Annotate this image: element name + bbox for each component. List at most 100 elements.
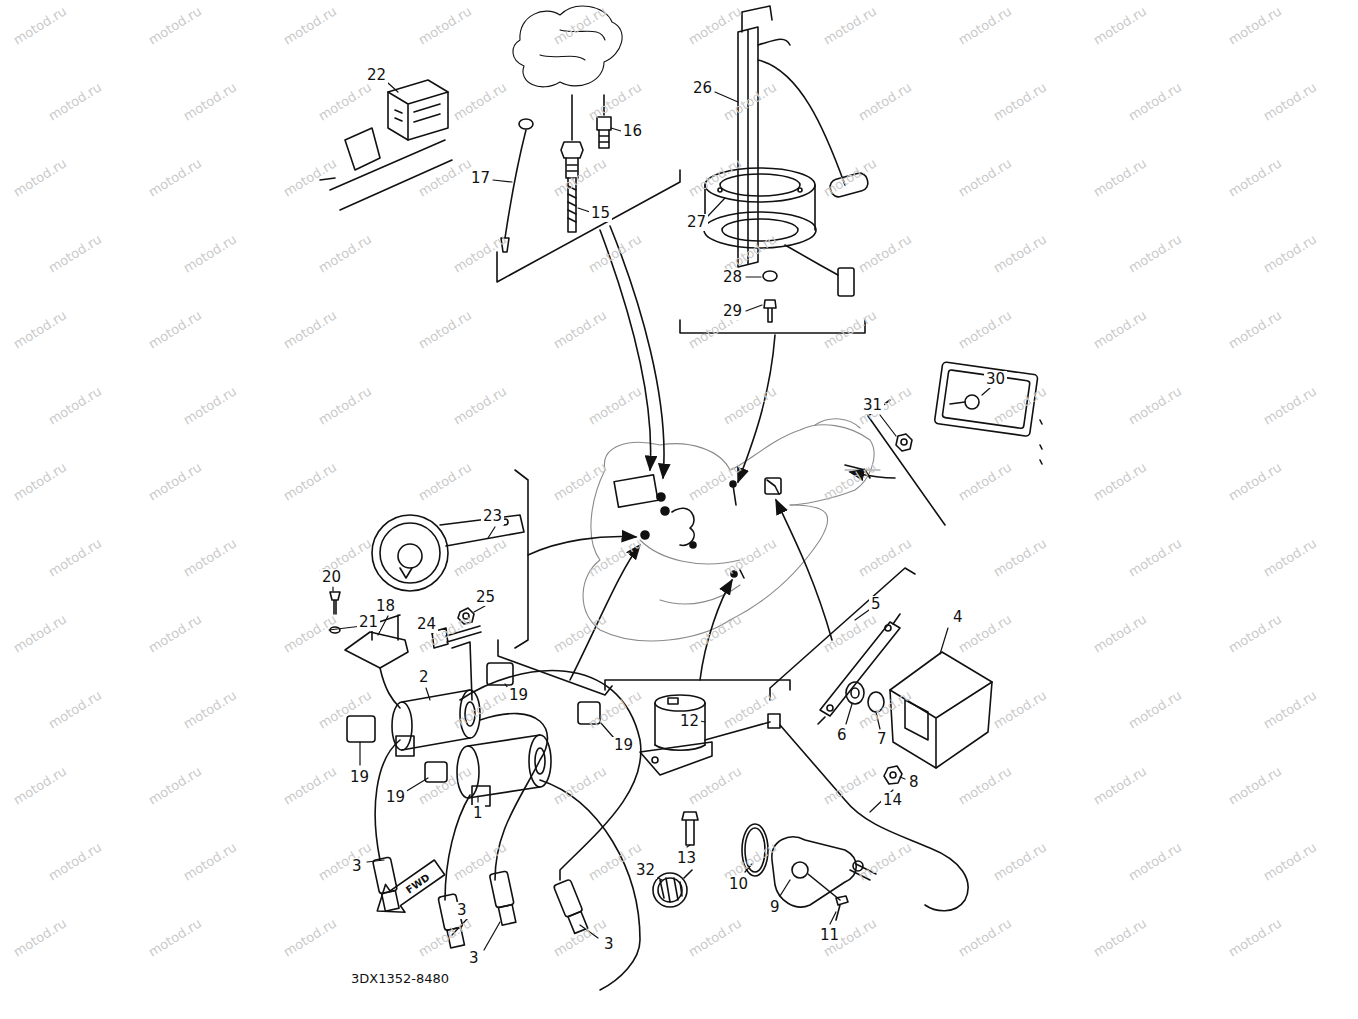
watermark-text: motod.ru (956, 4, 1013, 47)
watermark-text: motod.ru (1226, 156, 1283, 199)
watermark-text: motod.ru (146, 460, 203, 503)
watermark-text: motod.ru (451, 232, 508, 275)
watermark-text: motod.ru (821, 460, 878, 503)
watermark-text: motod.ru (856, 80, 913, 123)
watermark-text: motod.ru (316, 384, 373, 427)
watermark-text: motod.ru (1126, 688, 1183, 731)
watermark-text: motod.ru (46, 840, 103, 883)
watermark-text: motod.ru (821, 308, 878, 351)
watermark-text: motod.ru (181, 688, 238, 731)
ignition-coils (345, 545, 641, 990)
callout-number: 4 (951, 609, 965, 626)
watermark-text: motod.ru (586, 536, 643, 579)
callout-number: 21 (357, 614, 380, 631)
watermark-text: motod.ru (991, 80, 1048, 123)
watermark-text: motod.ru (551, 308, 608, 351)
callout-number: 3 (467, 950, 481, 967)
watermark-text: motod.ru (956, 308, 1013, 351)
callout-number: 19 (507, 687, 530, 704)
watermark-text: motod.ru (281, 156, 338, 199)
watermark-text: motod.ru (1226, 916, 1283, 959)
watermark-text: motod.ru (1261, 688, 1318, 731)
watermark-text: motod.ru (1261, 384, 1318, 427)
watermark-text: motod.ru (686, 612, 743, 655)
callout-number: 27 (685, 214, 708, 231)
watermark-text: motod.ru (991, 688, 1048, 731)
watermark-text: motod.ru (1091, 308, 1148, 351)
callout-number: 32 (634, 862, 657, 879)
callout-number: 14 (881, 792, 904, 809)
watermark-text: motod.ru (416, 4, 473, 47)
watermark-text: motod.ru (1226, 460, 1283, 503)
watermark-text: motod.ru (181, 536, 238, 579)
callout-number: 31 (861, 397, 884, 414)
callout-number: 12 (678, 713, 701, 730)
callout-number: 15 (589, 205, 612, 222)
watermark-text: motod.ru (1091, 4, 1148, 47)
watermark-text: motod.ru (1091, 612, 1148, 655)
watermark-text: motod.ru (416, 156, 473, 199)
watermark-text: motod.ru (146, 156, 203, 199)
watermark-text: motod.ru (551, 764, 608, 807)
watermark-text: motod.ru (686, 764, 743, 807)
watermark-text: motod.ru (686, 916, 743, 959)
callout-number: 3 (602, 936, 616, 953)
callout-number: 16 (621, 123, 644, 140)
watermark-text: motod.ru (1261, 80, 1318, 123)
watermark-text: motod.ru (551, 156, 608, 199)
watermark-text: motod.ru (281, 308, 338, 351)
watermark-text: motod.ru (856, 232, 913, 275)
drawing-code: 3DX1352-8480 (349, 971, 451, 986)
watermark-text: motod.ru (146, 4, 203, 47)
watermark-text: motod.ru (281, 460, 338, 503)
watermark-text: motod.ru (1226, 764, 1283, 807)
watermark-text: motod.ru (721, 688, 778, 731)
callout-number: 28 (721, 269, 744, 286)
watermark-text: motod.ru (146, 308, 203, 351)
watermark-text: motod.ru (11, 916, 68, 959)
watermark-text: motod.ru (821, 4, 878, 47)
sensor-group (497, 6, 680, 478)
direction-label: FWD (404, 872, 431, 895)
watermark-text: motod.ru (956, 764, 1013, 807)
watermark-text: motod.ru (416, 916, 473, 959)
watermark-text: motod.ru (686, 460, 743, 503)
watermark-text: motod.ru (991, 384, 1048, 427)
watermark-text: motod.ru (146, 916, 203, 959)
watermark-text: motod.ru (1126, 80, 1183, 123)
watermark-text: motod.ru (416, 308, 473, 351)
watermark-text: motod.ru (46, 384, 103, 427)
watermark-text: motod.ru (586, 80, 643, 123)
starter-relay (605, 580, 790, 845)
watermark-text: motod.ru (46, 536, 103, 579)
leader-lines (329, 83, 990, 950)
callout-number: 7 (875, 731, 889, 748)
watermark-text: motod.ru (146, 612, 203, 655)
forward-arrow (367, 853, 449, 924)
watermark-text: motod.ru (181, 232, 238, 275)
watermark-text: motod.ru (1091, 460, 1148, 503)
watermark-text: motod.ru (11, 4, 68, 47)
watermark-text: motod.ru (956, 156, 1013, 199)
watermark-text: motod.ru (586, 688, 643, 731)
watermark-text: motod.ru (451, 384, 508, 427)
watermark-text: motod.ru (956, 612, 1013, 655)
watermark-text: motod.ru (1091, 156, 1148, 199)
callout-number: 19 (612, 737, 635, 754)
callout-number: 29 (721, 303, 744, 320)
watermark-text: motod.ru (451, 80, 508, 123)
callout-number: 2 (417, 669, 431, 686)
watermark-text: motod.ru (146, 764, 203, 807)
motorcycle-outline (583, 419, 880, 641)
callout-number: 8 (907, 774, 921, 791)
watermark-text: motod.ru (11, 156, 68, 199)
watermark-text: motod.ru (991, 840, 1048, 883)
mounting-points (614, 465, 870, 578)
callout-number: 20 (320, 569, 343, 586)
lamp-part (850, 362, 1042, 525)
callout-number: 9 (768, 899, 782, 916)
watermark-text: motod.ru (46, 232, 103, 275)
fuel-sender (680, 6, 870, 482)
watermark-text: motod.ru (991, 536, 1048, 579)
